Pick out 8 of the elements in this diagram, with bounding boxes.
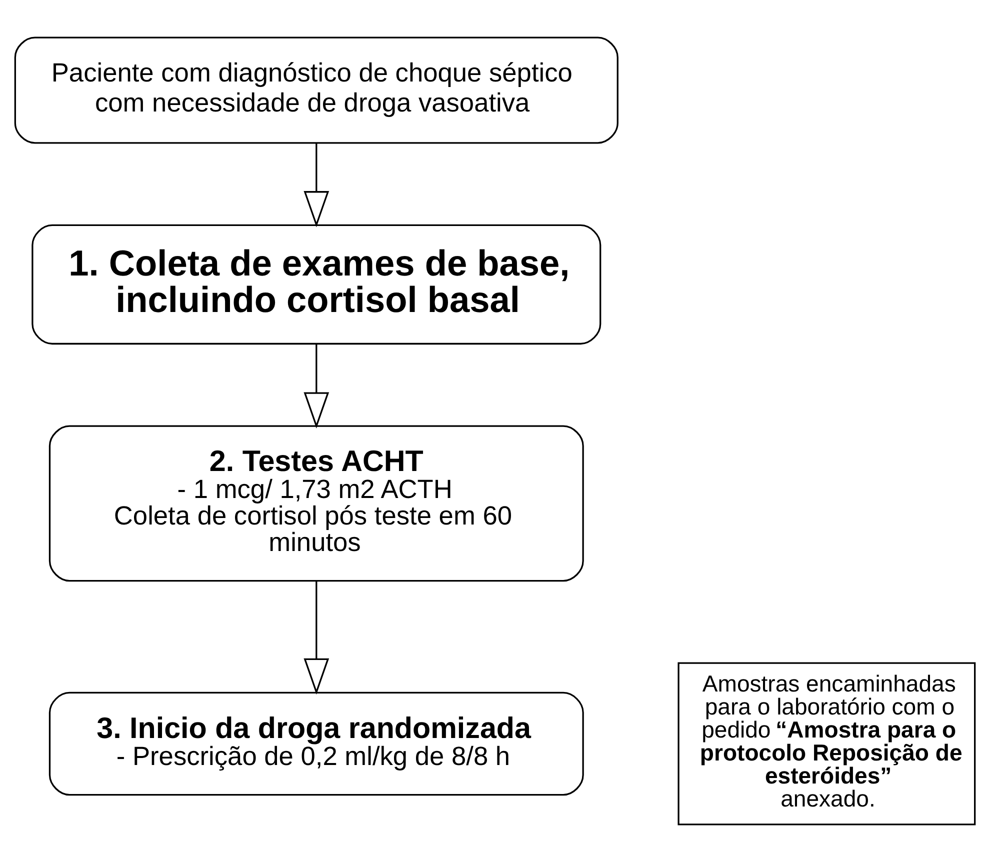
node-box: Paciente com diagnóstico de choque séptico com necessidade de droga vasoativa <box>14 36 618 144</box>
node-box: 2. Testes ACHT - 1 mcg/ 1,73 m2 ACTH Coleta de cortisol pós teste em 60 minutos <box>48 424 584 582</box>
arrow <box>304 142 330 227</box>
arrow <box>304 580 330 694</box>
node-box: 3. Inicio da droga randomizada - Prescrição de 0,2 ml/kg de 8/8 h <box>48 691 584 796</box>
node-box: Amostras encaminhadas para o laboratório com o pedido “Amostra para o protocolo Reposição de esteróides” anexado. <box>678 662 976 825</box>
arrow <box>304 343 330 428</box>
node-box: 1. Coleta de exames de base, incluindo cortisol basal <box>32 224 602 344</box>
